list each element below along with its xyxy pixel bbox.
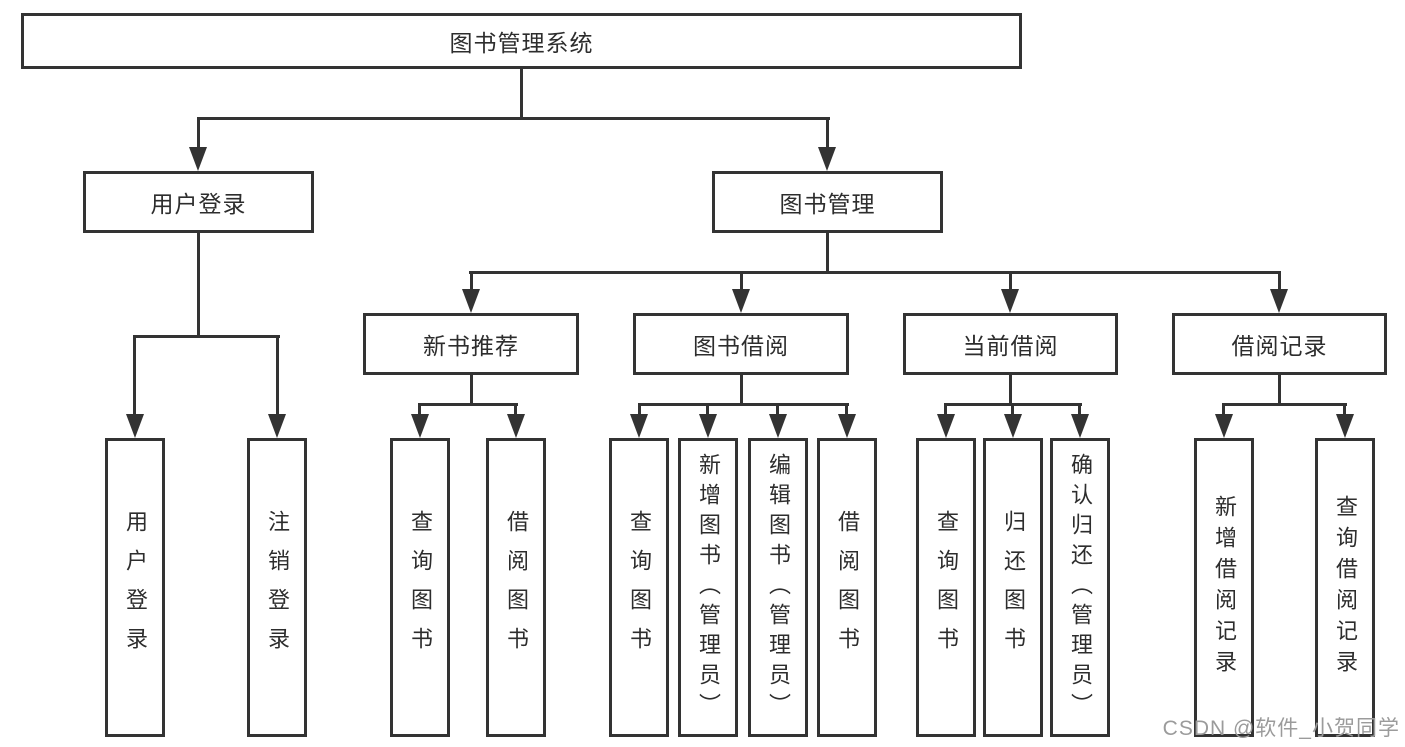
line [638, 403, 849, 406]
node-user-login-label: 用户登录 [150, 191, 247, 217]
line [1009, 273, 1012, 289]
arrowhead-down-icon [268, 414, 286, 438]
leaf-confirm-return-admin-label: 确认归还（管理员） [1068, 452, 1093, 723]
leaf-edit-book-admin: 编辑图书（管理员） [748, 438, 808, 737]
node-borrow-records-label: 借阅记录 [1231, 333, 1328, 359]
line [706, 405, 709, 414]
node-borrow-records: 借阅记录 [1172, 313, 1387, 375]
line [418, 403, 518, 406]
arrowhead-down-icon [189, 147, 207, 171]
node-new-book-recommend-label: 新书推荐 [423, 333, 519, 359]
line [133, 335, 280, 338]
line [1278, 375, 1281, 405]
arrowhead-down-icon [838, 414, 856, 438]
arrowhead-down-icon [818, 147, 836, 171]
arrowhead-down-icon [732, 289, 750, 313]
line [197, 117, 830, 120]
node-library-system: 图书管理系统 [21, 13, 1022, 69]
line [740, 375, 743, 405]
line [776, 405, 779, 414]
line [1222, 403, 1347, 406]
arrowhead-down-icon [1001, 289, 1019, 313]
line [740, 273, 743, 289]
arrowhead-down-icon [126, 414, 144, 438]
leaf-borrow-books-1: 借阅图书 [486, 438, 546, 737]
node-new-book-recommend: 新书推荐 [363, 313, 579, 375]
leaf-add-borrow-record-label: 新增借阅记录 [1212, 494, 1237, 681]
line [638, 405, 641, 414]
arrowhead-down-icon [769, 414, 787, 438]
line [826, 233, 829, 273]
leaf-query-books-3: 查询图书 [916, 438, 976, 737]
leaf-edit-book-admin-label: 编辑图书（管理员） [766, 452, 791, 723]
line [1278, 273, 1281, 289]
leaf-user-login: 用户登录 [105, 438, 165, 737]
line [1222, 405, 1225, 414]
leaf-return-books-label: 归还图书 [1001, 509, 1026, 666]
leaf-return-books: 归还图书 [983, 438, 1043, 737]
arrowhead-down-icon [1071, 414, 1089, 438]
leaf-query-books-2: 查询图书 [609, 438, 669, 737]
arrowhead-down-icon [462, 289, 480, 313]
arrowhead-down-icon [1215, 414, 1233, 438]
line [944, 403, 1082, 406]
line [944, 405, 947, 414]
leaf-query-books-1: 查询图书 [390, 438, 450, 737]
arrowhead-down-icon [937, 414, 955, 438]
leaf-logout: 注销登录 [247, 438, 307, 737]
csdn-watermark: CSDN @软件_小贺同学 [1162, 717, 1400, 740]
leaf-query-borrow-record: 查询借阅记录 [1315, 438, 1375, 737]
arrowhead-down-icon [630, 414, 648, 438]
line [197, 118, 200, 147]
line [1343, 405, 1346, 414]
leaf-confirm-return-admin: 确认归还（管理员） [1050, 438, 1110, 737]
arrowhead-down-icon [507, 414, 525, 438]
line [845, 405, 848, 414]
line [469, 271, 1281, 274]
leaf-add-book-admin: 新增图书（管理员） [678, 438, 738, 737]
leaf-logout-label: 注销登录 [265, 509, 290, 666]
line [1009, 375, 1012, 405]
leaf-query-borrow-record-label: 查询借阅记录 [1333, 494, 1358, 681]
arrowhead-down-icon [1004, 414, 1022, 438]
line [514, 405, 517, 414]
leaf-query-books-1-label: 查询图书 [408, 509, 433, 666]
line [520, 69, 523, 119]
leaf-borrow-books-1-label: 借阅图书 [504, 509, 529, 666]
node-book-borrowing: 图书借阅 [633, 313, 849, 375]
line [826, 118, 829, 147]
line [197, 233, 200, 337]
arrowhead-down-icon [411, 414, 429, 438]
arrowhead-down-icon [1270, 289, 1288, 313]
leaf-add-borrow-record: 新增借阅记录 [1194, 438, 1254, 737]
leaf-user-login-label: 用户登录 [123, 509, 148, 666]
node-current-borrowing-label: 当前借阅 [962, 333, 1059, 359]
leaf-query-books-3-label: 查询图书 [934, 509, 959, 666]
line [1078, 405, 1081, 414]
arrowhead-down-icon [699, 414, 717, 438]
line [133, 337, 136, 414]
line [470, 273, 473, 289]
line [418, 405, 421, 414]
leaf-borrow-books-2: 借阅图书 [817, 438, 877, 737]
node-user-login: 用户登录 [83, 171, 314, 233]
leaf-borrow-books-2-label: 借阅图书 [835, 509, 860, 666]
line [276, 337, 279, 414]
node-book-management-label: 图书管理 [779, 191, 876, 217]
leaf-add-book-admin-label: 新增图书（管理员） [696, 452, 721, 723]
node-library-system-label: 图书管理系统 [449, 30, 594, 56]
line [1011, 405, 1014, 414]
node-book-borrowing-label: 图书借阅 [693, 333, 789, 359]
line [470, 375, 473, 405]
node-book-management: 图书管理 [712, 171, 943, 233]
node-current-borrowing: 当前借阅 [903, 313, 1118, 375]
leaf-query-books-2-label: 查询图书 [627, 509, 652, 666]
arrowhead-down-icon [1336, 414, 1354, 438]
